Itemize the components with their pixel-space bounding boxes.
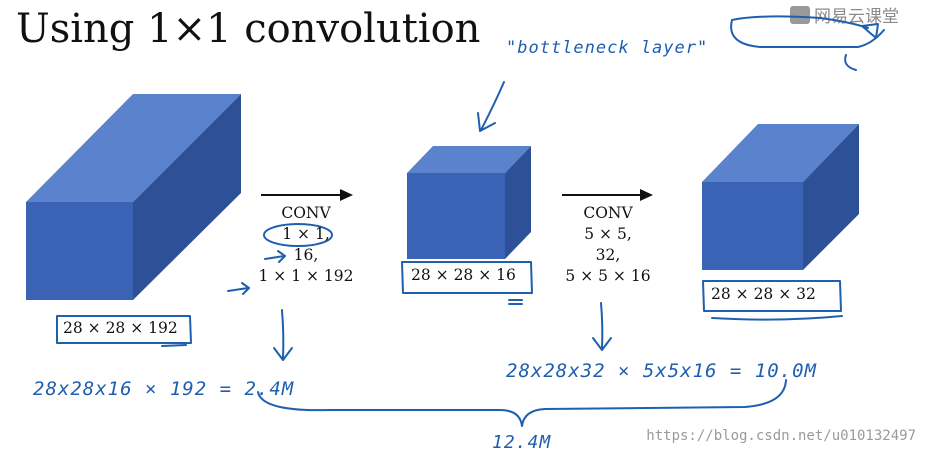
handwritten-annotations [56, 15, 885, 427]
underline-16 [508, 299, 523, 305]
cost-left: 28x28x16 × 192 = 2.4M [33, 378, 295, 400]
conv-arrow-2 [562, 189, 653, 201]
output-volume-label: 28 × 28 × 32 [711, 285, 816, 303]
input-volume [26, 94, 241, 300]
conv-op-1-name: CONV [281, 204, 331, 222]
bottleneck-volume-front [407, 173, 505, 259]
cost-total: 12.4M [492, 432, 552, 453]
conv-op-1-shape: 1 × 1 × 192 [258, 267, 354, 285]
output-volume-front [702, 182, 803, 270]
input-volume-side [133, 94, 241, 300]
bottleneck-volume-top [407, 146, 531, 173]
conv-op-2-count: 32, [595, 246, 621, 264]
slide-title: Using 1×1 convolution [16, 6, 481, 52]
output-volume-side [803, 124, 859, 270]
bottleneck-volume-label: 28 × 28 × 16 [411, 266, 516, 284]
corner-doodle [730, 15, 885, 48]
underline-output [711, 315, 843, 321]
input-volume-top [26, 94, 241, 202]
conv-op-2-name: CONV [583, 204, 633, 222]
cost-right: 28x28x32 × 5x5x16 = 10.0M [506, 360, 817, 382]
arrow-to-16 [264, 250, 286, 263]
corner-doodle-tip [861, 23, 879, 39]
brand-text: 网易云课堂 [814, 7, 899, 27]
circle-1x1 [263, 223, 333, 247]
input-volume-front [26, 202, 133, 300]
conv-op-2: CONV 5 × 5, 32, 5 × 5 × 16 [548, 203, 668, 287]
sum-brace [257, 379, 787, 427]
conv-op-1-count: 16, [293, 246, 319, 264]
conv-op-2-filter: 5 × 5, [584, 225, 632, 243]
url-watermark: https://blog.csdn.net/u010132497 [646, 428, 916, 444]
conv-arrow-1 [261, 189, 353, 201]
input-volume-label: 28 × 28 × 192 [63, 319, 178, 337]
arrow-down-left [273, 309, 293, 361]
conv-op-1: CONV 1 × 1, 16, 1 × 1 × 192 [246, 203, 366, 287]
brand-logo-icon [790, 5, 810, 24]
bottleneck-volume [407, 146, 531, 259]
input-label-box [56, 315, 192, 344]
bottleneck-volume-side [505, 146, 531, 259]
arrow-down-right [592, 302, 612, 351]
bottleneck-arrow [477, 81, 505, 132]
arrow-to-shape [227, 282, 250, 295]
conv-op-1-filter: 1 × 1, [282, 225, 330, 243]
output-volume [702, 124, 859, 270]
brand-watermark: 网易云课堂 [790, 2, 899, 27]
conv-op-2-shape: 5 × 5 × 16 [565, 267, 651, 285]
output-label-box [702, 280, 842, 312]
bottleneck-label-box [401, 261, 533, 294]
underline-192 [161, 344, 187, 347]
output-volume-top [702, 124, 859, 182]
corner-doodle-hook [844, 54, 857, 71]
bottleneck-annotation: "bottleneck layer" [506, 38, 709, 58]
